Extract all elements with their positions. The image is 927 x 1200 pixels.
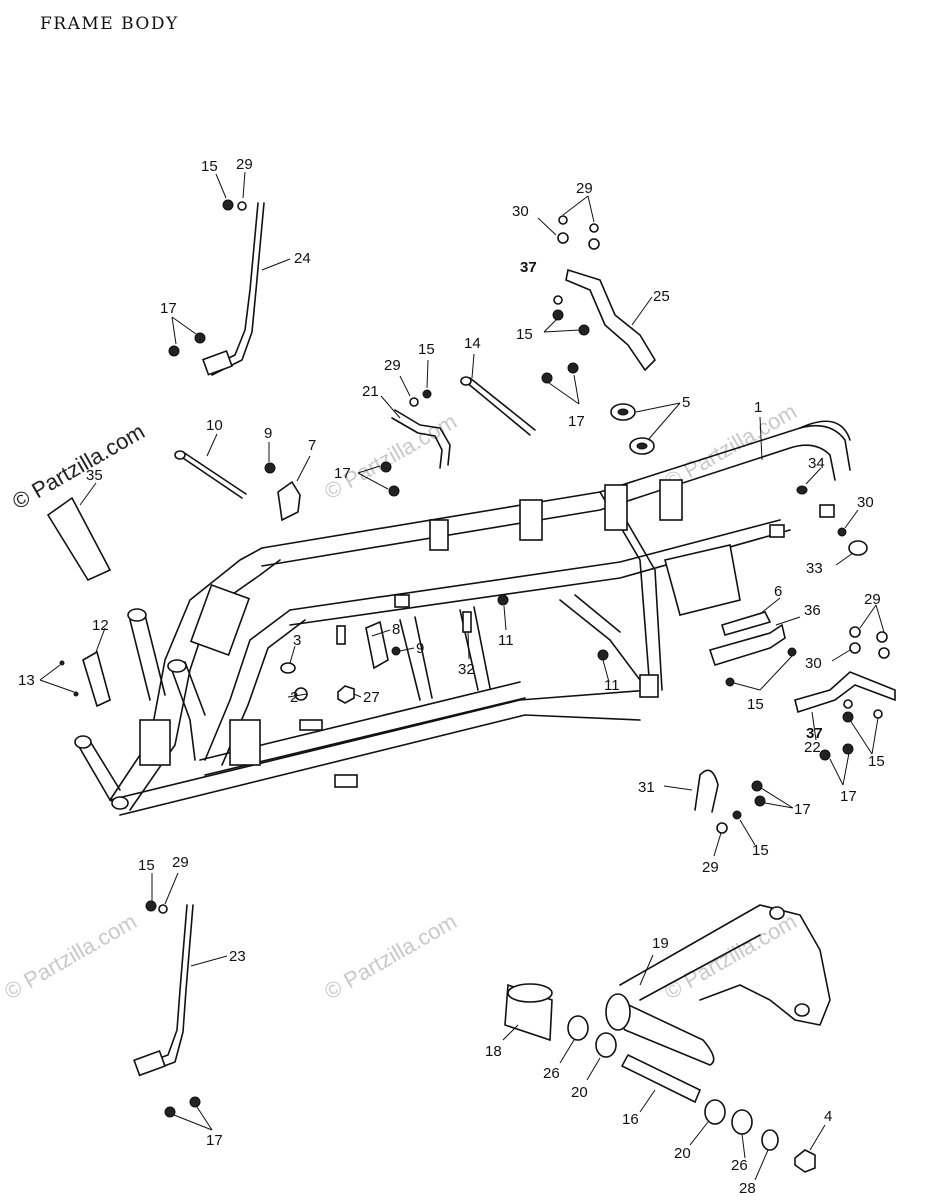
part-6-36-plates bbox=[708, 611, 786, 666]
label-12: 12 bbox=[92, 617, 109, 634]
part-33-cap bbox=[848, 540, 868, 556]
label-2: 2 bbox=[290, 689, 298, 706]
label-3: 3 bbox=[293, 632, 301, 649]
part-26-washer bbox=[731, 1109, 753, 1135]
part-35-plate bbox=[46, 496, 112, 582]
part-14-bolt bbox=[460, 376, 536, 436]
label-20: 20 bbox=[674, 1145, 691, 1162]
label-37: 37 bbox=[806, 725, 823, 742]
part-7-clamp bbox=[277, 480, 301, 522]
part-25-bracket bbox=[565, 268, 657, 372]
label-15: 15 bbox=[516, 326, 533, 343]
part-26-washer bbox=[567, 1015, 589, 1041]
label-20: 20 bbox=[571, 1084, 588, 1101]
label-30: 30 bbox=[805, 655, 822, 672]
main-frame bbox=[74, 420, 851, 816]
label-17: 17 bbox=[206, 1132, 223, 1149]
label-29: 29 bbox=[236, 156, 253, 173]
part-24-brace bbox=[201, 202, 265, 376]
label-15: 15 bbox=[138, 857, 155, 874]
part-34-bolt bbox=[796, 485, 808, 495]
label-29: 29 bbox=[172, 854, 189, 871]
label-17: 17 bbox=[334, 465, 351, 482]
watermark: © Partzilla.com bbox=[660, 909, 801, 1005]
label-17: 17 bbox=[160, 300, 177, 317]
part-20-bushing bbox=[704, 1099, 726, 1125]
label-22: 22 bbox=[804, 739, 821, 756]
part-28-washer bbox=[761, 1129, 779, 1151]
label-1: 1 bbox=[754, 399, 762, 416]
part-5-mounts bbox=[610, 403, 655, 455]
label-13: 13 bbox=[18, 672, 35, 689]
label-23: 23 bbox=[229, 948, 246, 965]
label-30: 30 bbox=[512, 203, 529, 220]
part-12-plate bbox=[82, 650, 111, 708]
brand-logo: © Partzilla.com bbox=[8, 419, 149, 515]
part-labels: 15 29 24 17 29 30 25 37 15 17 5 1 29 15 … bbox=[18, 156, 885, 1197]
part-4-nut bbox=[794, 1149, 816, 1173]
diagram-title: FRAME BODY bbox=[40, 14, 179, 34]
part-16-shaft bbox=[620, 1053, 702, 1104]
label-32: 32 bbox=[458, 661, 475, 678]
hardware bbox=[59, 199, 890, 1118]
part-22-bracket bbox=[794, 671, 896, 714]
label-37: 37 bbox=[520, 259, 537, 276]
label-4: 4 bbox=[824, 1108, 832, 1125]
watermark: © Partzilla.com bbox=[320, 909, 461, 1005]
label-15: 15 bbox=[868, 753, 885, 770]
label-14: 14 bbox=[464, 335, 481, 352]
label-15: 15 bbox=[201, 158, 218, 175]
label-31: 31 bbox=[638, 779, 655, 796]
label-28: 28 bbox=[739, 1180, 756, 1197]
part-23-brace bbox=[133, 904, 194, 1077]
label-17: 17 bbox=[794, 801, 811, 818]
label-18: 18 bbox=[485, 1043, 502, 1060]
label-25: 25 bbox=[653, 288, 670, 305]
label-6: 6 bbox=[774, 583, 782, 600]
label-29: 29 bbox=[384, 357, 401, 374]
label-26: 26 bbox=[731, 1157, 748, 1174]
part-20-bushing bbox=[595, 1032, 617, 1058]
label-19: 19 bbox=[652, 935, 669, 952]
label-10: 10 bbox=[206, 417, 223, 434]
watermark: © Partzilla.com bbox=[0, 909, 141, 1005]
label-9: 9 bbox=[416, 640, 424, 657]
label-30: 30 bbox=[857, 494, 874, 511]
label-15: 15 bbox=[752, 842, 769, 859]
part-8-strap bbox=[365, 620, 389, 670]
part-31-hook bbox=[694, 769, 719, 813]
label-11: 11 bbox=[498, 632, 514, 649]
label-29: 29 bbox=[702, 859, 719, 876]
label-34: 34 bbox=[808, 455, 825, 472]
part-19-swingarm bbox=[605, 904, 831, 1066]
label-36: 36 bbox=[804, 602, 821, 619]
leader-lines bbox=[39, 171, 885, 1181]
part-10-bolt bbox=[174, 450, 247, 499]
label-8: 8 bbox=[392, 621, 400, 638]
label-29: 29 bbox=[576, 180, 593, 197]
label-7: 7 bbox=[308, 437, 316, 454]
label-35: 35 bbox=[86, 467, 103, 484]
label-16: 16 bbox=[622, 1111, 639, 1128]
label-27: 27 bbox=[363, 689, 380, 706]
label-5: 5 bbox=[682, 394, 690, 411]
label-9: 9 bbox=[264, 425, 272, 442]
label-17: 17 bbox=[568, 413, 585, 430]
label-21: 21 bbox=[362, 383, 379, 400]
label-33: 33 bbox=[806, 560, 823, 577]
label-17: 17 bbox=[840, 788, 857, 805]
label-24: 24 bbox=[294, 250, 311, 267]
label-29: 29 bbox=[864, 591, 881, 608]
part-21-strap bbox=[391, 409, 451, 469]
label-15: 15 bbox=[747, 696, 764, 713]
label-11: 11 bbox=[604, 677, 620, 694]
label-15: 15 bbox=[418, 341, 435, 358]
label-26: 26 bbox=[543, 1065, 560, 1082]
